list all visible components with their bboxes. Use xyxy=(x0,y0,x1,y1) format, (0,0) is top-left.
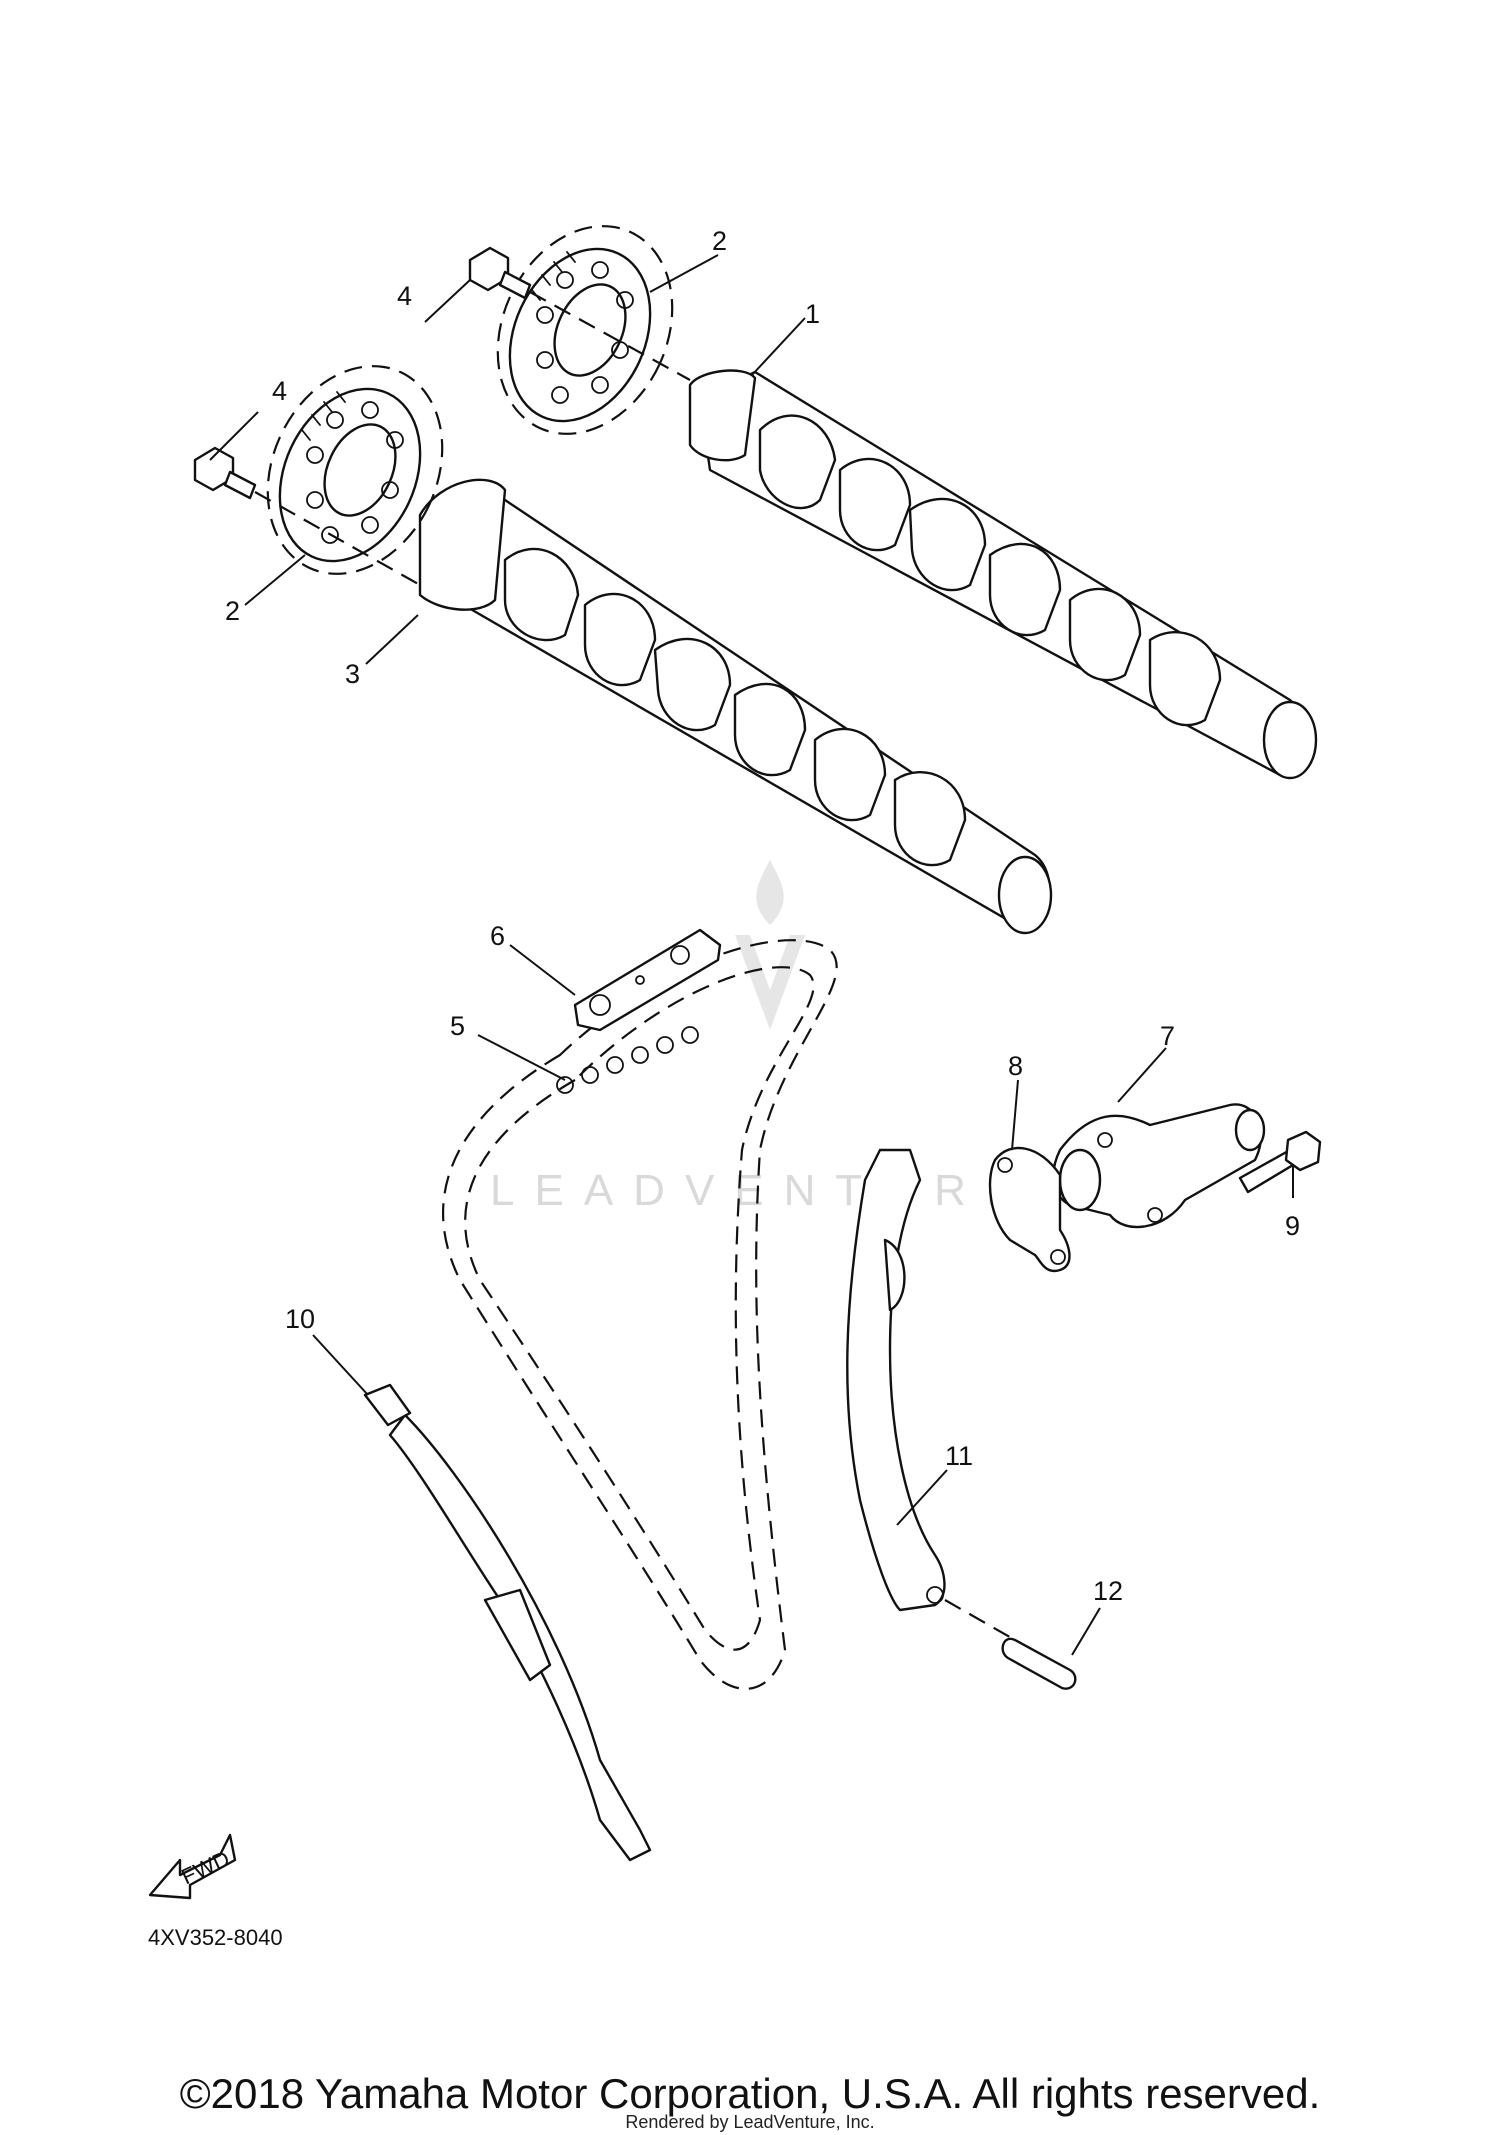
callout-4-lower: 4 xyxy=(272,376,287,406)
callout-5: 5 xyxy=(450,1011,465,1041)
bolt-lower[interactable] xyxy=(193,446,421,586)
forward-label: FWD xyxy=(177,1846,233,1890)
callout-1: 1 xyxy=(805,299,820,329)
callout-9: 9 xyxy=(1285,1211,1300,1241)
callout-2-lower: 2 xyxy=(225,596,240,626)
tensioner-gasket[interactable] xyxy=(988,1146,1071,1273)
callout-8: 8 xyxy=(1008,1051,1023,1081)
timing-chain[interactable] xyxy=(441,939,838,1690)
callout-12: 12 xyxy=(1093,1576,1123,1606)
callout-11: 11 xyxy=(945,1441,973,1471)
forward-direction-arrow: FWD xyxy=(148,1833,237,1900)
copyright-notice: ©2018 Yamaha Motor Corporation, U.S.A. A… xyxy=(179,2070,1321,2117)
chain-tensioner[interactable] xyxy=(1052,1103,1266,1229)
callout-2-upper: 2 xyxy=(712,226,727,256)
watermark-text: LEADVENTURE xyxy=(490,1166,1035,1215)
callout-3: 3 xyxy=(345,659,360,689)
callout-10: 10 xyxy=(285,1304,315,1334)
callout-4-upper: 4 xyxy=(397,281,412,311)
camshaft-upper[interactable] xyxy=(688,369,1318,780)
diagram-code: 4XV352-8040 xyxy=(148,1925,283,1950)
chain-guide-front[interactable] xyxy=(846,1148,946,1612)
cam-sprocket-upper[interactable] xyxy=(465,197,705,462)
tensioner-bolt[interactable] xyxy=(1238,1130,1322,1194)
camshaft-lower[interactable] xyxy=(418,478,1053,935)
guide-pin[interactable] xyxy=(944,1599,1077,1690)
callout-7: 7 xyxy=(1160,1021,1175,1051)
callout-6: 6 xyxy=(490,921,505,951)
chain-guide-top[interactable] xyxy=(573,928,722,1032)
bolt-upper[interactable] xyxy=(468,246,691,381)
callouts: 1 2 2 3 4 4 5 6 7 8 9 10 11 12 xyxy=(225,226,1300,1606)
leadventure-watermark: LEADVENTURE xyxy=(490,860,1035,1215)
rendered-by-notice: Rendered by LeadVenture, Inc. xyxy=(625,2112,875,2132)
chain-guide-rear[interactable] xyxy=(363,1383,652,1862)
cam-sprocket-lower[interactable] xyxy=(235,337,475,602)
leader-lines xyxy=(209,254,1294,1656)
